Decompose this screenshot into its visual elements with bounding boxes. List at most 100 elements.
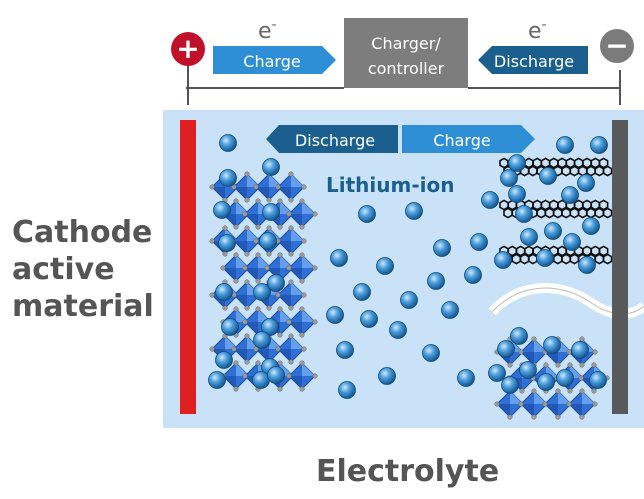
lithium-ion-sphere bbox=[389, 321, 407, 339]
graphite-hexagon bbox=[598, 199, 609, 211]
oxygen-atom bbox=[253, 238, 259, 244]
top-charge-arrow bbox=[213, 46, 336, 74]
anode-electrode-bar bbox=[612, 120, 628, 414]
octahedron-facet bbox=[291, 174, 304, 187]
lithium-ion-sphere bbox=[481, 191, 499, 209]
lithium-ion-sphere bbox=[215, 283, 233, 301]
oxygen-atom bbox=[288, 359, 294, 365]
octahedron-facet bbox=[289, 268, 302, 281]
octahedron-facet bbox=[269, 174, 282, 187]
oxygen-atom bbox=[531, 336, 537, 342]
octahedron-facet bbox=[521, 404, 534, 417]
oxygen-atom bbox=[255, 306, 261, 312]
oxygen-atom bbox=[299, 252, 305, 258]
octahedron-facet bbox=[212, 187, 225, 200]
oxygen-atom bbox=[244, 305, 250, 311]
oxygen-atom bbox=[542, 401, 548, 407]
oxygen-atom bbox=[255, 224, 261, 230]
lithium-ion-sphere bbox=[219, 134, 237, 152]
oxygen-atom bbox=[277, 198, 283, 204]
oxygen-atom bbox=[222, 251, 228, 257]
lithium-ion-sphere bbox=[330, 249, 348, 267]
inner-charge-label: Charge bbox=[433, 131, 490, 150]
oxygen-atom bbox=[231, 184, 237, 190]
octahedron-facet bbox=[236, 309, 249, 322]
lithium-ion-sphere bbox=[378, 367, 396, 385]
oxygen-atom bbox=[242, 211, 248, 217]
octahedron-facet bbox=[278, 295, 291, 308]
oxygen-atom bbox=[566, 401, 572, 407]
positive-terminal-icon bbox=[171, 32, 205, 66]
oxygen-atom bbox=[288, 333, 294, 339]
octahedron-facet bbox=[545, 352, 558, 365]
oxygen-atom bbox=[566, 349, 572, 355]
octahedron-facet bbox=[289, 322, 302, 335]
graphite-hexagon bbox=[602, 207, 613, 219]
octahedron-facet bbox=[245, 214, 258, 227]
oxygen-atom bbox=[507, 414, 513, 420]
lithium-ion-sphere bbox=[400, 291, 418, 309]
oxygen-atom bbox=[288, 305, 294, 311]
oxygen-atom bbox=[531, 414, 537, 420]
octahedron-facet bbox=[497, 404, 510, 417]
octahedron-facet bbox=[582, 391, 595, 404]
octahedron-facet bbox=[569, 404, 582, 417]
oxygen-atom bbox=[244, 251, 250, 257]
octahedron-facet bbox=[234, 187, 247, 200]
octahedron-facet bbox=[534, 339, 547, 352]
lithium-ion-sphere bbox=[252, 371, 270, 389]
lithium-ion-sphere bbox=[338, 381, 356, 399]
lithium-ion-sphere bbox=[218, 234, 236, 252]
top-discharge-label: Discharge bbox=[494, 52, 574, 71]
octahedron-facet bbox=[236, 201, 249, 214]
octahedron-facet bbox=[291, 336, 304, 349]
lithium-ion-sphere bbox=[376, 257, 394, 275]
lithium-ion-sphere bbox=[221, 318, 239, 336]
oxygen-atom bbox=[592, 349, 598, 355]
octahedron-facet bbox=[234, 295, 247, 308]
lithium-ion-sphere bbox=[358, 205, 376, 223]
octahedron-facet bbox=[278, 241, 291, 254]
lithium-ion-sphere bbox=[515, 205, 533, 223]
lithium-ion-sphere bbox=[267, 274, 285, 292]
lithium-ion-sphere bbox=[561, 186, 579, 204]
oxygen-atom bbox=[312, 265, 318, 271]
oxygen-atom bbox=[266, 251, 272, 257]
oxygen-atom bbox=[244, 197, 250, 203]
oxygen-atom bbox=[233, 224, 239, 230]
oxygen-atom bbox=[299, 386, 305, 392]
oxygen-atom bbox=[244, 225, 250, 231]
controller-label-line2: controller bbox=[368, 59, 445, 78]
octahedron-facet bbox=[278, 187, 291, 200]
inner-discharge-label: Discharge bbox=[295, 131, 375, 150]
lithium-ion-sphere bbox=[510, 327, 528, 345]
oxygen-atom bbox=[299, 198, 305, 204]
oxygen-atom bbox=[592, 401, 598, 407]
lithium-ion-sphere bbox=[326, 306, 344, 324]
oxygen-atom bbox=[242, 265, 248, 271]
oxygen-atom bbox=[579, 388, 585, 394]
oxygen-atom bbox=[299, 224, 305, 230]
octahedron-facet bbox=[256, 349, 269, 362]
oxygen-atom bbox=[277, 332, 283, 338]
octahedron-facet bbox=[302, 255, 315, 268]
lithium-ion-sphere bbox=[497, 340, 515, 358]
lithium-ion-sphere bbox=[457, 369, 475, 387]
oxygen-atom bbox=[555, 362, 561, 368]
oxygen-atom bbox=[567, 362, 573, 368]
oxygen-atom bbox=[288, 279, 294, 285]
graphite-hexagon bbox=[598, 157, 609, 169]
oxygen-atom bbox=[233, 278, 239, 284]
octahedron-facet bbox=[510, 391, 523, 404]
octahedron-facet bbox=[280, 255, 293, 268]
lithium-ion-sphere bbox=[508, 185, 526, 203]
lithium-ion-sphere bbox=[464, 266, 482, 284]
oxygen-atom bbox=[519, 388, 525, 394]
cathode-electrode-bar bbox=[180, 120, 196, 414]
electrolyte-label: Electrolyte bbox=[316, 454, 500, 489]
oxygen-atom bbox=[578, 375, 584, 381]
lithium-ion-sphere bbox=[539, 167, 557, 185]
oxygen-atom bbox=[233, 198, 239, 204]
lithium-ion-sphere bbox=[537, 373, 555, 391]
lithium-ion-sphere bbox=[500, 169, 518, 187]
